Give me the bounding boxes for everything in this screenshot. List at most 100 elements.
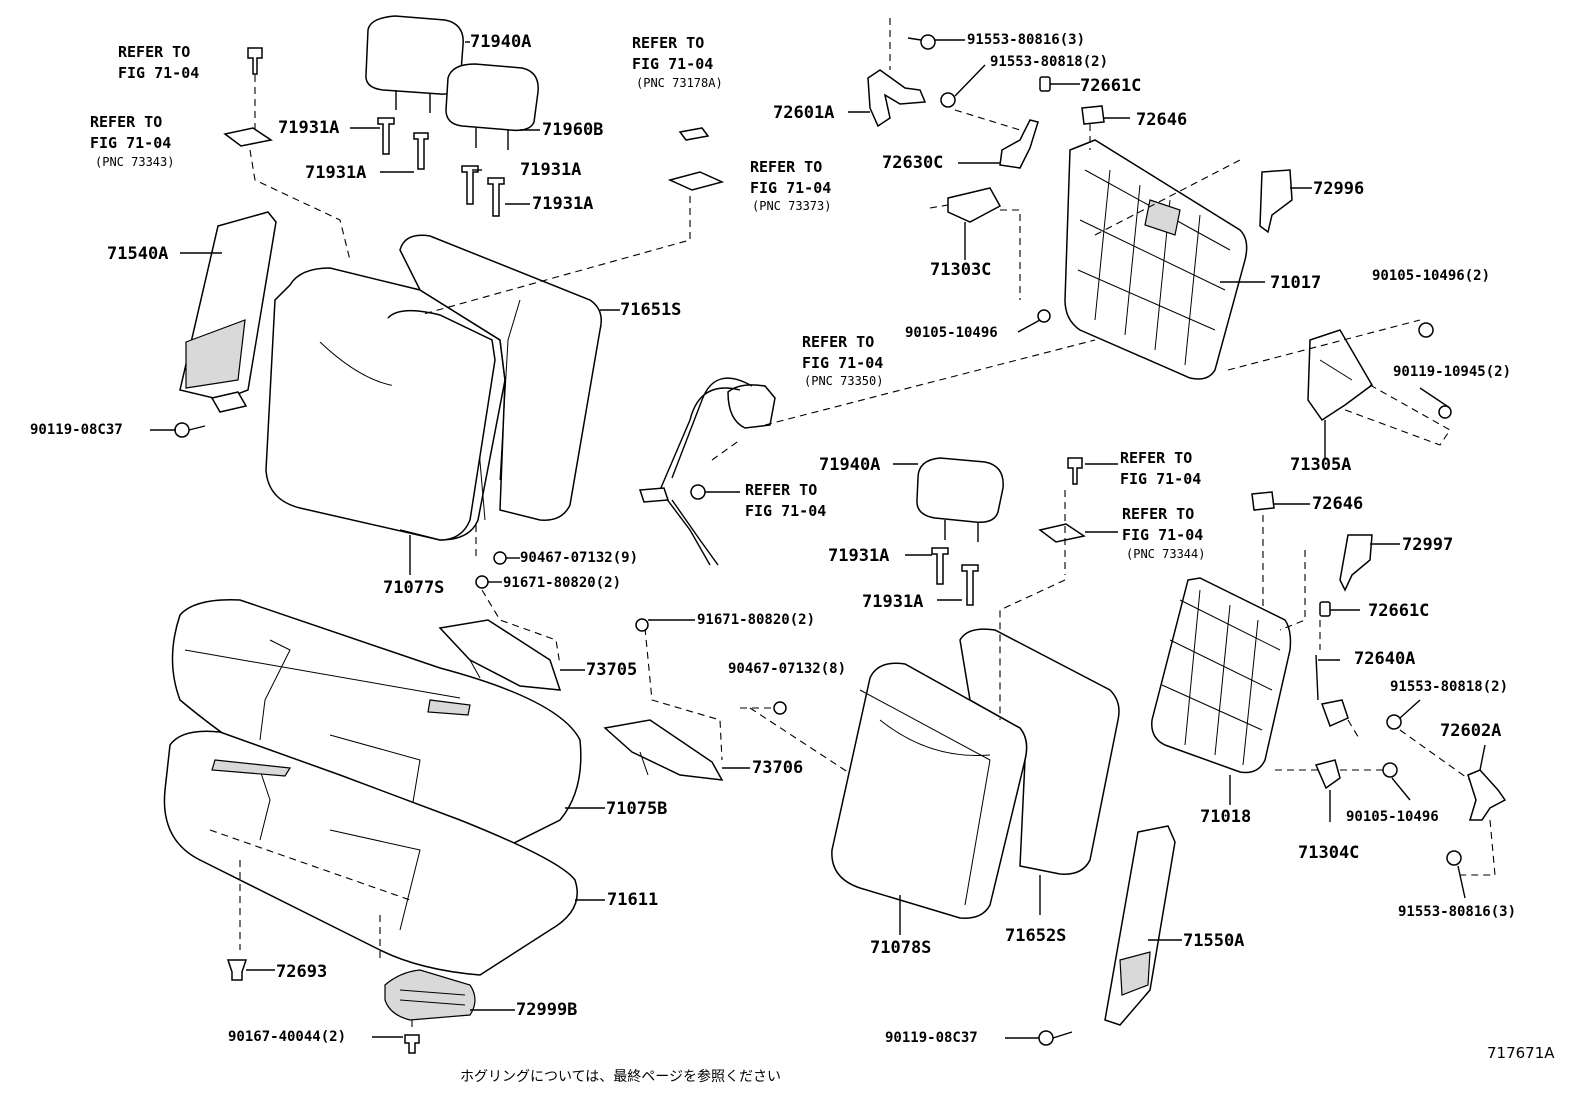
- refer-pnc-8: (PNC 73344): [1126, 547, 1206, 561]
- bolt-91671-80820-a: [475, 575, 489, 589]
- bolt-90105-10496-top: [1037, 309, 1051, 323]
- part-71540A: 71540A: [107, 244, 169, 264]
- clip-90467-07132-8: [773, 701, 787, 715]
- refer-note-5: REFER TO FIG 71-04: [802, 333, 884, 372]
- seatback-71078S: [831, 662, 1028, 919]
- part-71940A-lower: 71940A: [819, 455, 881, 475]
- bolt-90105-10496-lower: [1382, 762, 1398, 778]
- refer-note-4: REFER TO FIG 71-04: [750, 158, 832, 197]
- refer-pnc-4: (PNC 73373): [752, 199, 832, 213]
- cover-72999B: [384, 969, 476, 1021]
- part-72661C-lower: 72661C: [1368, 601, 1430, 621]
- part-71931A-3: 71931A: [520, 160, 582, 180]
- part-71304C: 71304C: [1298, 843, 1360, 863]
- part-71077S: 71077S: [383, 578, 445, 598]
- bolt-91553-80818-b: [1386, 714, 1402, 730]
- refer-note-7: REFER TO FIG 71-04: [1120, 449, 1202, 488]
- part-90105-10496-2: 90105-10496(2): [1372, 268, 1491, 284]
- part-71303C: 71303C: [930, 260, 992, 280]
- refer-pnc-5: (PNC 73350): [804, 374, 884, 388]
- bracket-72996: [1259, 169, 1293, 234]
- refer-note-6: REFER TO FIG 71-04: [745, 481, 827, 520]
- part-72630C: 72630C: [882, 153, 944, 173]
- frame-71017: [1064, 139, 1248, 380]
- clip-90467-07132-9: [493, 551, 507, 565]
- part-72640A: 72640A: [1354, 649, 1416, 669]
- frame-71018: [1151, 577, 1292, 774]
- part-71931A-4: 71931A: [532, 194, 594, 214]
- trim-73178A: [678, 127, 710, 141]
- part-71652S: 71652S: [1005, 926, 1067, 946]
- clip-72646-b: [1251, 491, 1275, 511]
- cover-73373: [667, 171, 725, 191]
- part-71017: 71017: [1270, 273, 1322, 293]
- seatback-71077S: [265, 267, 506, 541]
- bolt-91553-80818-a: [940, 92, 956, 108]
- part-71940A-upper: 71940A: [470, 32, 532, 52]
- cover-71303C: [947, 187, 1002, 223]
- part-71550A: 71550A: [1183, 931, 1245, 951]
- hinge-72602A: [1467, 769, 1507, 821]
- bolt-90119-10945: [1438, 405, 1452, 419]
- part-90105-10496-lower: 90105-10496: [1346, 809, 1439, 825]
- part-90119-08C37-right: 90119-08C37: [885, 1030, 978, 1046]
- part-91553-80818-2-top: 91553-80818(2): [990, 54, 1109, 70]
- bolt-91553-80816-b: [1446, 850, 1462, 866]
- part-91553-80816-3-lower: 91553-80816(3): [1398, 904, 1517, 920]
- refer-note-1: REFER TO FIG 71-04: [118, 43, 200, 82]
- part-91671-80820-b: 91671-80820(2): [697, 612, 816, 628]
- part-72999B: 72999B: [516, 1000, 578, 1020]
- bracket-72997: [1339, 534, 1373, 592]
- part-72602A: 72602A: [1440, 721, 1502, 741]
- bracket-71305A: [1307, 329, 1373, 422]
- bolt-91553-80816-a: [907, 34, 936, 50]
- refer-note-8: REFER TO FIG 71-04: [1122, 505, 1204, 544]
- screw-90167-40044: [404, 1034, 420, 1054]
- clip-72693: [226, 959, 248, 981]
- clip-refer-center: [1067, 457, 1083, 485]
- cover-73344: [1038, 523, 1086, 543]
- guide-pins-upper: [377, 117, 505, 217]
- guide-pins-lower: [931, 547, 979, 606]
- part-72997: 72997: [1402, 535, 1454, 555]
- part-73706: 73706: [752, 758, 804, 778]
- part-71960B: 71960B: [542, 120, 604, 140]
- part-71305A: 71305A: [1290, 455, 1352, 475]
- pin-72661C-b: [1319, 601, 1331, 617]
- side-panel-71540A: [179, 211, 277, 413]
- refer-pnc-3: (PNC 73178A): [636, 76, 723, 90]
- headrest-71960B: [445, 63, 539, 150]
- part-71931A-5: 71931A: [828, 546, 890, 566]
- part-73705: 73705: [586, 660, 638, 680]
- bolt-91671-80820-b: [635, 618, 649, 632]
- part-91553-80818-2-lower: 91553-80818(2): [1390, 679, 1509, 695]
- part-71931A-6: 71931A: [862, 592, 924, 612]
- bolt-90119-08C37-right: [1038, 1030, 1073, 1046]
- hinge-73706: [603, 719, 724, 781]
- hinge-72601A: [867, 69, 927, 128]
- cover-73343: [223, 127, 351, 261]
- hinge-73705: [438, 619, 562, 691]
- part-71931A-2: 71931A: [305, 163, 367, 183]
- bracket-72630C: [999, 119, 1039, 169]
- part-71651S: 71651S: [620, 300, 682, 320]
- figure-id: 717671A: [1487, 1044, 1555, 1062]
- refer-pnc-2: (PNC 73343): [95, 155, 175, 169]
- part-71075B: 71075B: [606, 799, 668, 819]
- seatbelt-73350: [638, 377, 776, 566]
- part-71078S: 71078S: [870, 938, 932, 958]
- side-panel-71550A: [1104, 825, 1176, 1026]
- part-90119-10945: 90119-10945(2): [1393, 364, 1512, 380]
- part-72646-lower: 72646: [1312, 494, 1364, 514]
- part-71931A-1: 71931A: [278, 118, 340, 138]
- part-91671-80820-a: 91671-80820(2): [503, 575, 622, 591]
- pin-72661C-a: [1039, 76, 1051, 92]
- bolt-90105-10496-right: [1418, 322, 1434, 338]
- cushion-71611: [163, 730, 578, 976]
- refer-note-3: REFER TO FIG 71-04: [632, 34, 714, 73]
- part-90119-08C37-left: 90119-08C37: [30, 422, 123, 438]
- part-72996: 72996: [1313, 179, 1365, 199]
- bolt-90119-08C37-left: [174, 422, 206, 438]
